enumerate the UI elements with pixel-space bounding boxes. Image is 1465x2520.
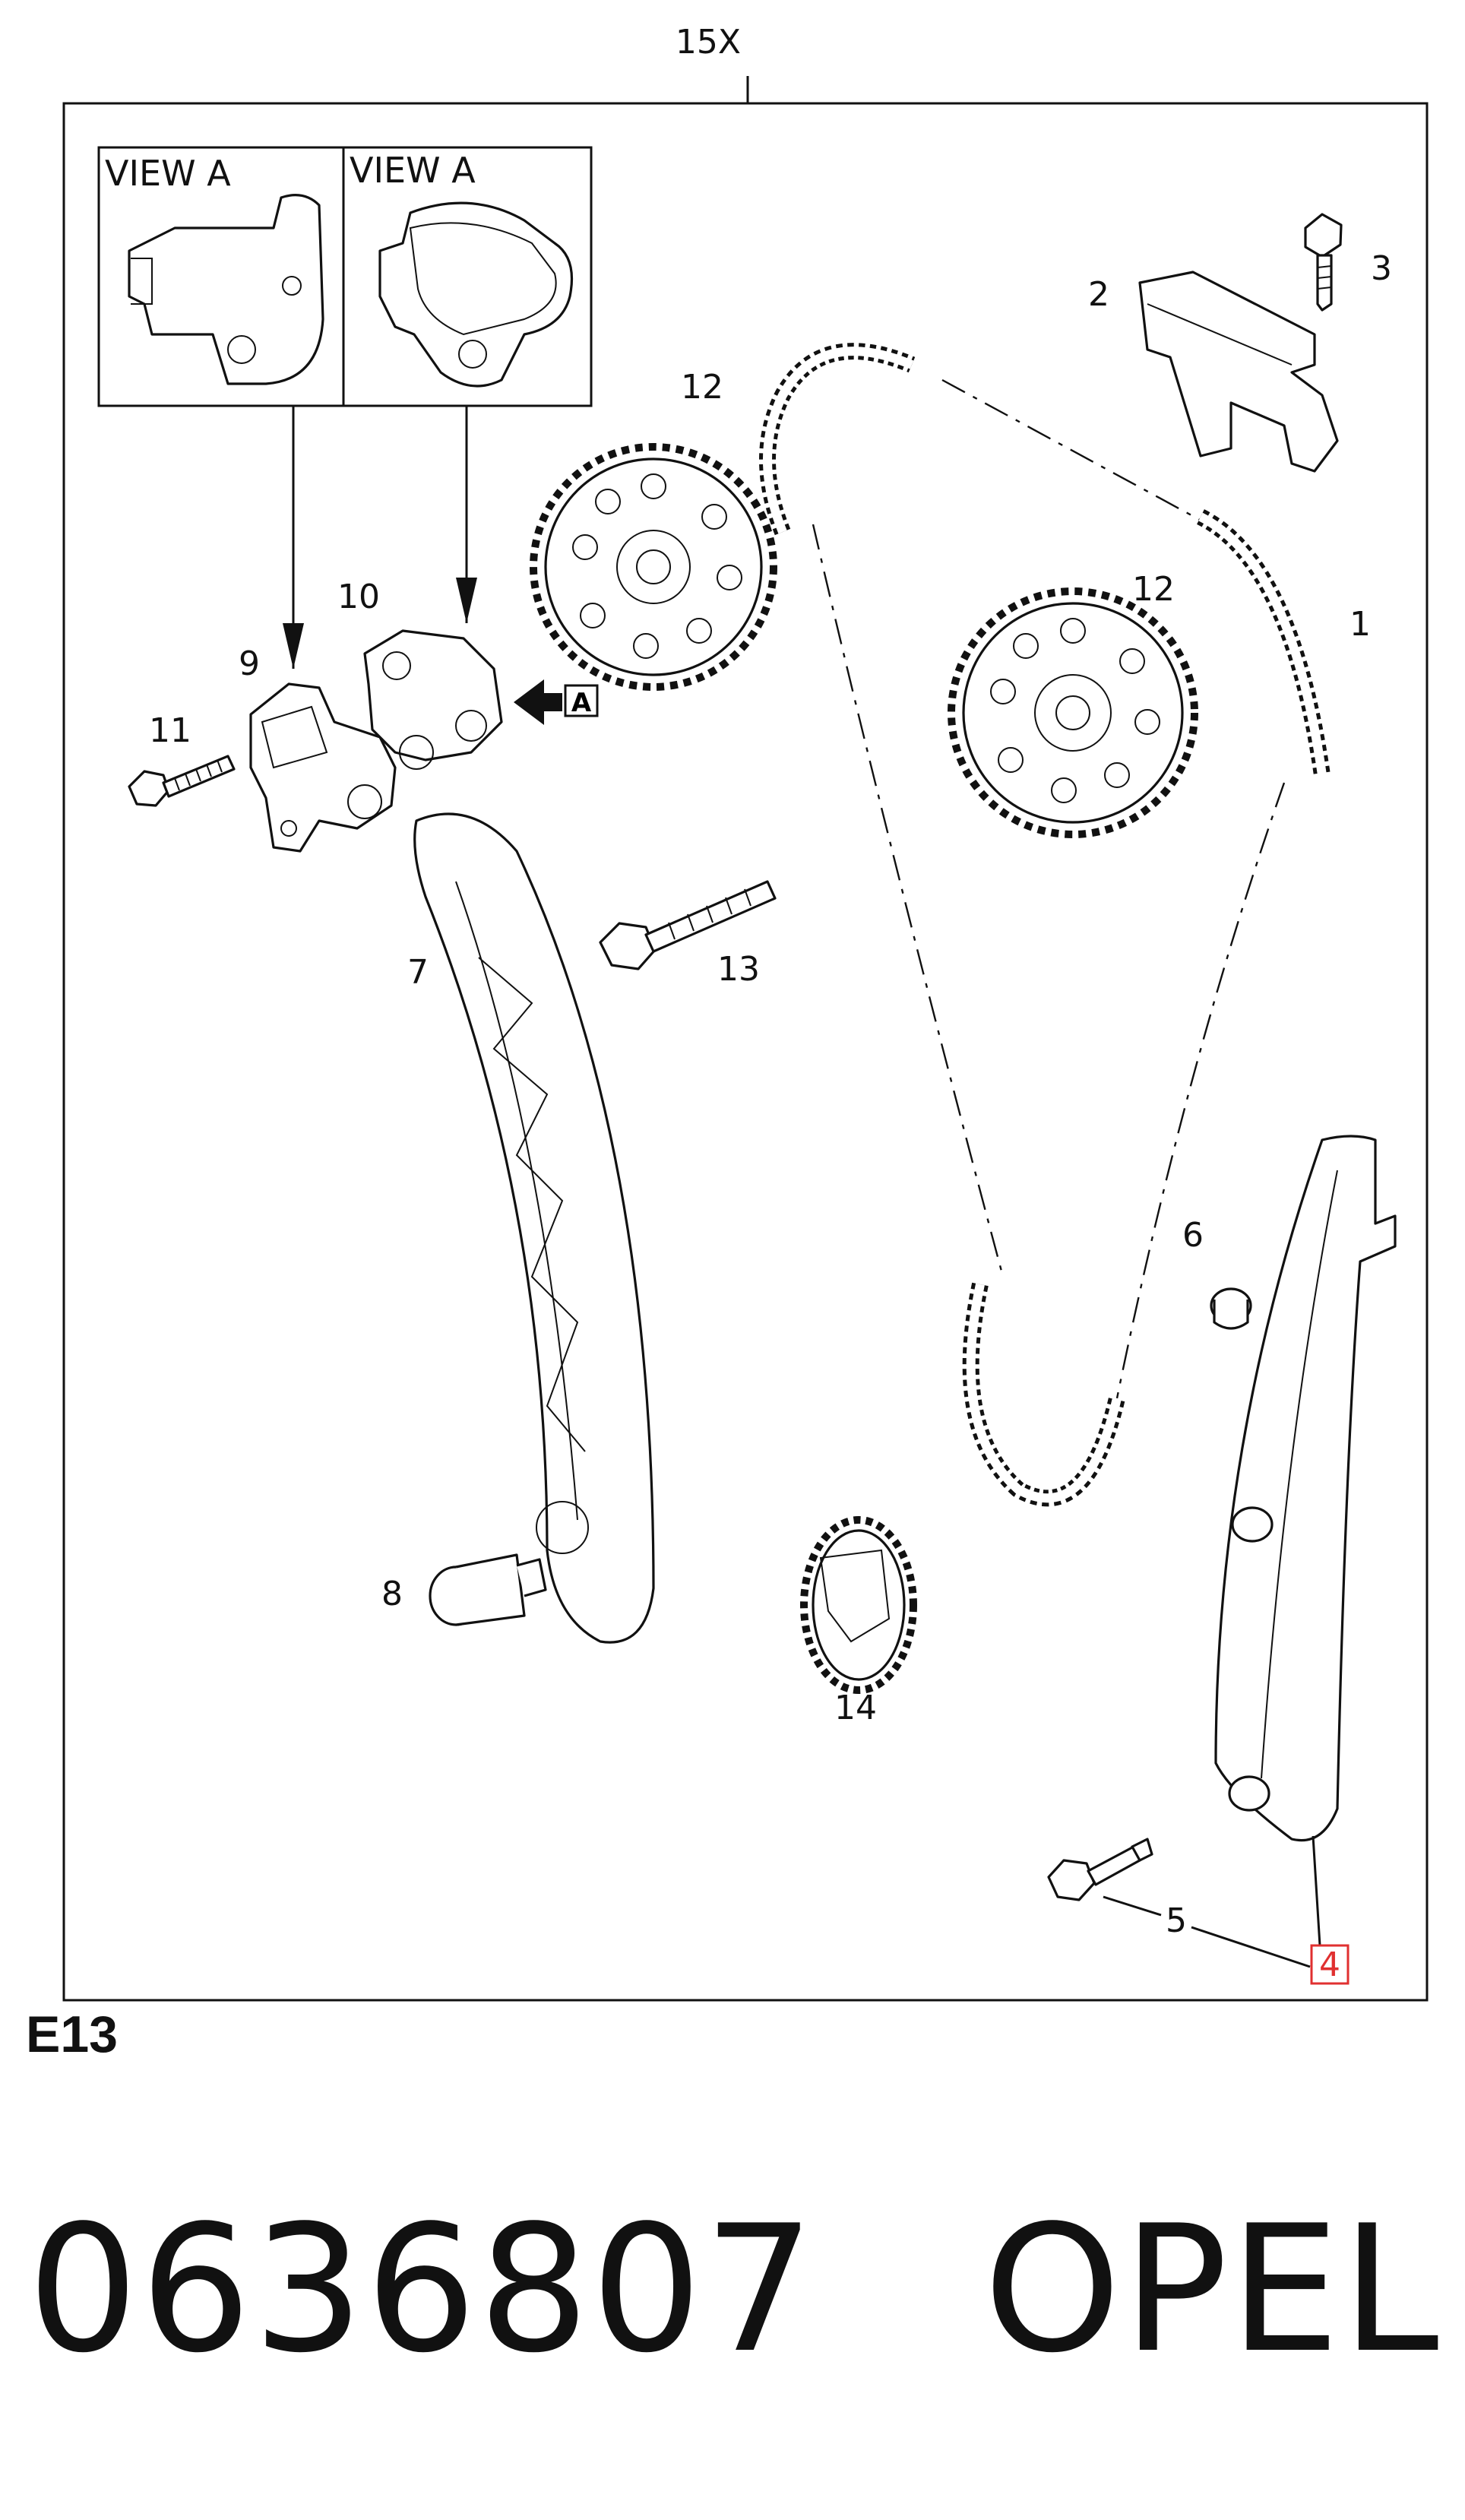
chain-path-right	[1115, 782, 1286, 1399]
tensioner-plunger	[363, 629, 503, 770]
view-arrow-left-head	[283, 623, 304, 669]
leader-5	[1103, 1895, 1162, 1917]
part-number: 0636807	[27, 2189, 817, 2392]
view-a-label-left: VIEW A	[105, 153, 231, 194]
crankshaft-sprocket	[800, 1516, 917, 1694]
tensioner-rail	[413, 812, 655, 1644]
plug-6	[1210, 1287, 1252, 1330]
callout-13: 13	[717, 950, 760, 989]
callout-5: 5	[1166, 1901, 1187, 1940]
camshaft-sprocket-exhaust	[948, 587, 1198, 838]
view-a-inset: VIEW A VIEW A	[97, 146, 593, 407]
bolt-3	[1304, 213, 1343, 312]
set-label-15x: 15X	[676, 23, 741, 62]
section-code: E13	[26, 2006, 118, 2063]
chain-path-left	[812, 524, 1005, 1277]
svg-text:A: A	[571, 688, 592, 718]
timing-chain	[759, 343, 1331, 1507]
callout-11: 11	[149, 711, 191, 750]
callout-9: 9	[239, 644, 260, 683]
view-a-marker: A	[514, 679, 599, 725]
callout-12-lower: 12	[1132, 570, 1175, 609]
callout-4-box	[1310, 1944, 1350, 1985]
callout-1: 1	[1350, 605, 1371, 644]
diagram-frame	[62, 102, 1429, 2002]
callout-8: 8	[381, 1575, 403, 1613]
brand-name: OPEL	[983, 2189, 1441, 2392]
part-number-line: 0636807 OPEL	[27, 2189, 1441, 2392]
bolt-5	[1047, 1838, 1153, 1901]
callout-4: 4	[1319, 1945, 1340, 1984]
tensioner-body	[249, 682, 397, 853]
leader-5-to-4	[1191, 1926, 1311, 1968]
callout-10: 10	[337, 578, 380, 616]
view-arrow-right-head	[456, 578, 477, 623]
callout-7: 7	[407, 953, 429, 992]
callout-12-upper: 12	[681, 368, 723, 407]
callout-14: 14	[834, 1689, 877, 1727]
callout-3: 3	[1371, 249, 1392, 288]
timing-chain-diagram: 15X VIEW A VIEW A A	[62, 23, 1429, 2002]
guide-pin	[429, 1553, 547, 1626]
chain-path-top	[941, 378, 1209, 526]
camshaft-sprocket-intake	[530, 443, 777, 691]
callout-2: 2	[1088, 275, 1109, 314]
callout-6: 6	[1182, 1216, 1204, 1255]
upper-guide-rail	[1138, 271, 1339, 473]
view-a-label-right: VIEW A	[350, 150, 476, 191]
fixed-guide-rail	[1214, 1135, 1397, 1842]
leader-4	[1312, 1835, 1322, 1958]
bolt-13	[599, 880, 777, 970]
bolt-11	[128, 755, 236, 807]
